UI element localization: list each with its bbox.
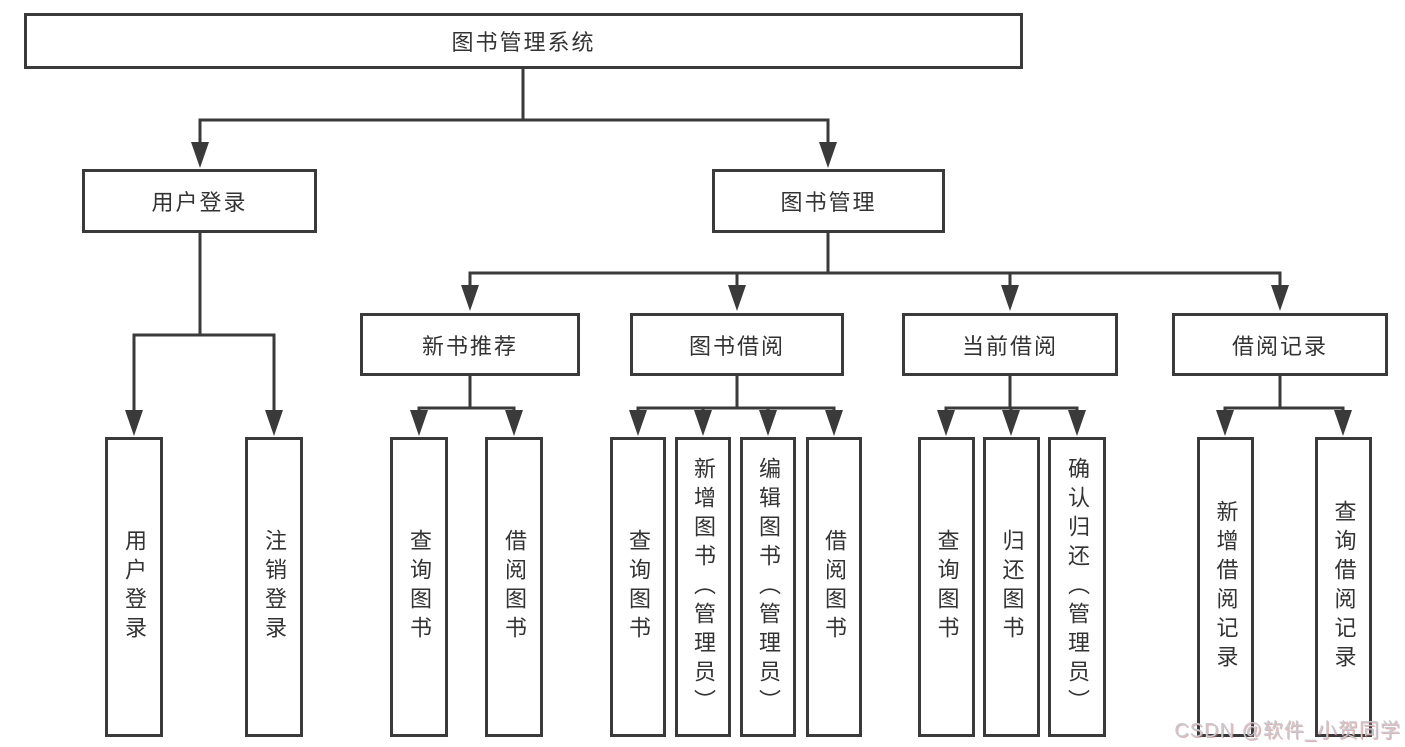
node-user-login-label: 用户登录 xyxy=(151,190,248,215)
node-new-book-recommend: 新书推荐 xyxy=(360,313,580,376)
leaf-query-books-borrowing: 查询图书 xyxy=(610,437,666,737)
node-root: 图书管理系统 xyxy=(24,13,1023,69)
leaf-logout-label: 注销登录 xyxy=(262,529,287,645)
node-book-management: 图书管理 xyxy=(712,169,945,233)
leaf-confirm-return-admin: 确认归还（管理员） xyxy=(1048,437,1106,737)
leaf-edit-book-admin-label: 编辑图书（管理员） xyxy=(756,456,781,718)
leaf-borrow-books-recommend: 借阅图书 xyxy=(485,437,543,737)
node-book-borrowing-label: 图书借阅 xyxy=(688,333,785,359)
leaf-query-books-current: 查询图书 xyxy=(918,437,975,737)
node-new-book-recommend-label: 新书推荐 xyxy=(421,333,518,359)
node-borrowing-records-label: 借阅记录 xyxy=(1231,333,1328,359)
leaf-confirm-return-admin-label: 确认归还（管理员） xyxy=(1065,456,1090,718)
leaf-query-books-borrowing-label: 查询图书 xyxy=(626,529,651,645)
leaf-return-books-label: 归还图书 xyxy=(999,529,1025,645)
leaf-user-login: 用户登录 xyxy=(105,437,163,737)
node-borrowing-records: 借阅记录 xyxy=(1172,313,1388,376)
arrowhead-icons xyxy=(125,142,1352,436)
leaf-query-books-recommend: 查询图书 xyxy=(390,437,448,737)
leaf-borrow-books-borrowing: 借阅图书 xyxy=(806,437,862,737)
leaf-add-book-admin-label: 新增图书（管理员） xyxy=(691,456,716,718)
node-current-borrowing-label: 当前借阅 xyxy=(961,333,1058,359)
leaf-edit-book-admin: 编辑图书（管理员） xyxy=(740,437,796,737)
leaf-add-borrow-record: 新增借阅记录 xyxy=(1197,437,1254,737)
node-root-label: 图书管理系统 xyxy=(451,30,596,55)
leaf-query-books-recommend-label: 查询图书 xyxy=(407,529,432,645)
watermark: CSDN @软件_小贺同学 xyxy=(1174,720,1401,742)
node-book-borrowing: 图书借阅 xyxy=(630,313,844,376)
leaf-borrow-books-recommend-label: 借阅图书 xyxy=(502,529,527,645)
leaf-query-borrow-record-label: 查询借阅记录 xyxy=(1331,500,1357,674)
leaf-query-borrow-record: 查询借阅记录 xyxy=(1315,437,1372,737)
leaf-user-login-label: 用户登录 xyxy=(122,529,147,645)
leaf-query-books-current-label: 查询图书 xyxy=(934,529,960,645)
node-book-management-label: 图书管理 xyxy=(780,190,877,215)
leaf-add-book-admin: 新增图书（管理员） xyxy=(675,437,731,737)
node-user-login: 用户登录 xyxy=(82,169,317,233)
leaf-add-borrow-record-label: 新增借阅记录 xyxy=(1213,500,1239,674)
leaf-return-books: 归还图书 xyxy=(983,437,1040,737)
leaf-logout: 注销登录 xyxy=(245,437,303,737)
leaf-borrow-books-borrowing-label: 借阅图书 xyxy=(822,529,847,645)
node-current-borrowing: 当前借阅 xyxy=(902,313,1118,376)
